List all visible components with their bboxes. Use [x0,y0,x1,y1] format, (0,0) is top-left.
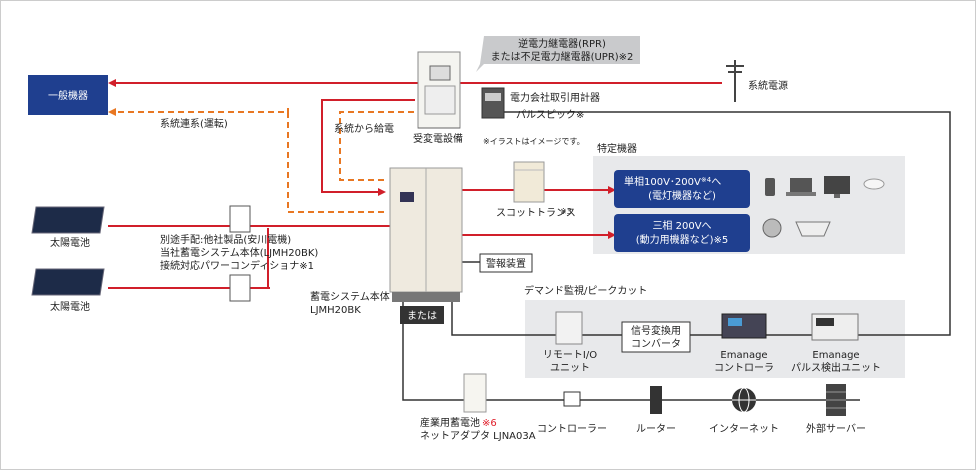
line-interconnect-general [108,108,384,213]
power-meter-icon [481,87,505,119]
single-phase-sub: (電灯機器など) [648,189,716,202]
rpr-callout [476,36,640,72]
three-phase-label: 三相 200Vへ [652,219,711,232]
internet-label: インターネット [709,423,779,435]
router-label: ルーター [636,423,676,435]
emanage-pulse-line2: パルス検出ユニット [791,361,881,374]
emanage-pulse-icon [811,313,859,341]
remote-io-icon [555,311,583,345]
general-equipment-label: 一般機器 [48,89,88,102]
alarm-label: 警報装置 [486,257,526,270]
ceiling-light-icon [863,178,885,190]
solar-panel-1-icon [31,206,105,234]
pcs-line1: 別途手配:他社製品(安川電機) [160,233,291,246]
solar-panel-2-icon [31,268,105,296]
emanage-pulse-line1: Emanage [812,350,859,361]
substation-label: 受変電設備 [413,132,463,145]
line-feed-from-grid [321,99,415,196]
grid-power-label: 系統電源 [748,79,788,92]
ceiling-ac-icon [795,221,831,237]
router-icon [650,386,662,414]
solar-label-1: 太陽電池 [50,236,90,249]
utility-pole-icon [726,60,744,102]
general-equipment-box [28,75,108,115]
demand-label: デマンド監視/ピークカット [524,284,647,297]
scott-trans-icon [513,161,545,203]
laptop-icon [786,178,816,196]
server-icon [826,384,846,416]
single-phase-box [614,170,750,208]
illustration-note: ※イラストはイメージです。 [483,137,585,146]
pcs-unit-1 [229,205,251,233]
converter-line2: コンバータ [631,338,681,350]
pcs-line3: 接続対応パワーコンディショナ※1 [160,259,314,272]
remote-io-line2: ユニット [550,363,590,374]
three-phase-box [614,214,750,252]
grid-interconnect-label: 系統連系(運転) [160,117,228,130]
pulse-pick-label: パルスピック※ [516,109,584,121]
single-phase-label: 単相100V･200V※4へ [624,175,721,188]
substation-cabinet [417,51,461,129]
industrial-battery-label: 産業用蓄電池※6 [420,416,497,429]
monitor-icon [824,176,850,198]
scott-trans-label: スコットトランス [496,207,576,219]
controller-box [563,391,581,407]
line-network [402,300,860,401]
globe-icon [732,387,756,413]
emanage-controller-icon [721,313,767,339]
three-phase-sub: (動力用機器など)※5 [636,233,729,246]
storage-line2: LJMH20BK [310,305,361,316]
storage-system-cabinet [389,167,463,302]
pcs-line2: 当社蓄電システム本体(LJMH20BK) [160,246,318,259]
industrial-battery-icon [463,373,487,413]
emanage-ctrl-line1: Emanage [720,350,767,361]
pcs-unit-2 [229,274,251,302]
converter-box [621,321,691,353]
phone-icon [765,178,775,196]
emanage-ctrl-line2: コントローラ [714,362,774,374]
converter-line1: 信号変換用 [631,324,681,337]
solar-label-2: 太陽電池 [50,300,90,313]
net-adapter-label: ネットアダプタ LJNA03A [420,429,536,442]
external-server-label: 外部サーバー [806,422,866,435]
rpr-line1: 逆電力継電器(RPR) [518,37,606,50]
rpr-line2: または不足電力継電器(UPR)※2 [491,50,634,63]
or-badge [400,306,444,324]
feed-from-grid-label: 系統から給電 [334,122,394,135]
power-meter-label: 電力会社取引用計器 [510,91,600,104]
remote-io-line1: リモートI/O [543,350,597,361]
line-interconnect-upper [339,111,418,181]
specific-equipment-label: 特定機器 [597,142,637,155]
storage-line1: 蓄電システム本体 [310,290,390,303]
alarm-box [479,253,533,273]
scott-trans-note: ※3 [560,207,572,216]
controller-label: コントローラー [537,423,607,435]
line-pulse-signal [500,111,951,336]
motor-icon [762,218,782,238]
or-label: または [407,310,437,322]
